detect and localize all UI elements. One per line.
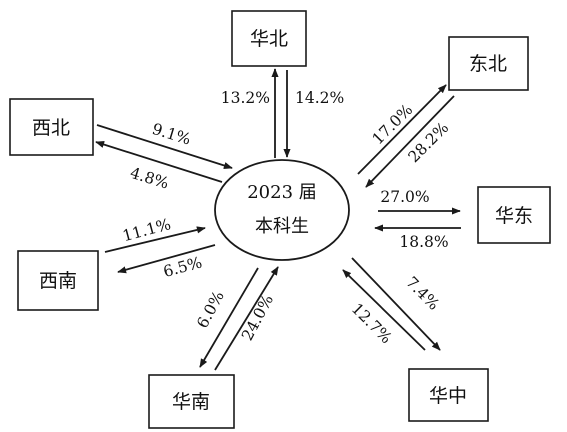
region-huabei: 华北	[231, 10, 307, 67]
label-huanan-out: 6.0%	[193, 288, 227, 331]
region-huanan: 华南	[148, 374, 235, 429]
region-xibei: 西北	[9, 98, 94, 156]
label-dongbei-out: 17.0%	[369, 101, 417, 149]
label-xibei-in: 4.8%	[128, 164, 171, 193]
region-huanan-label: 华南	[172, 391, 210, 413]
arrow-xinan-to-center	[104, 226, 206, 253]
arrow-huanan-to-center	[214, 266, 279, 371]
label-huabei-in: 14.2%	[295, 89, 344, 107]
arrow-center-to-xibei	[95, 141, 223, 183]
arrow-huazhong-to-center	[342, 269, 426, 351]
region-xinan: 西南	[17, 250, 99, 311]
region-xibei-label: 西北	[32, 117, 70, 139]
label-huadong-out: 27.0%	[380, 188, 429, 206]
center-node	[214, 159, 350, 261]
arrow-center-to-dongbei	[357, 84, 447, 175]
region-huadong-label: 华东	[495, 205, 533, 227]
label-xinan-out: 11.1%	[121, 215, 173, 245]
region-xinan-label: 西南	[39, 270, 77, 292]
region-dongbei: 东北	[448, 36, 529, 91]
arrow-xibei-to-center	[96, 124, 233, 169]
arrow-dongbei-to-center	[365, 95, 455, 188]
label-huazhong-out: 7.4%	[402, 273, 443, 314]
arrow-center-to-huazhong	[351, 257, 441, 351]
region-huazhong: 华中	[408, 368, 489, 422]
label-huadong-in: 18.8%	[399, 233, 448, 251]
arrow-center-to-xinan	[117, 244, 216, 274]
label-huazhong-in: 12.7%	[348, 300, 396, 348]
region-dongbei-label: 东北	[469, 53, 507, 75]
label-huanan-in: 24.0%	[238, 292, 277, 344]
center-line2: 本科生	[255, 216, 309, 237]
region-huadong: 华东	[477, 186, 551, 244]
label-dongbei-in: 28.2%	[405, 119, 453, 167]
region-huabei-label: 华北	[250, 28, 288, 50]
label-huabei-out: 13.2%	[221, 89, 270, 107]
center-line1: 2023 届	[247, 182, 317, 203]
arrow-center-to-huanan	[199, 267, 259, 368]
region-huazhong-label: 华中	[429, 385, 467, 407]
